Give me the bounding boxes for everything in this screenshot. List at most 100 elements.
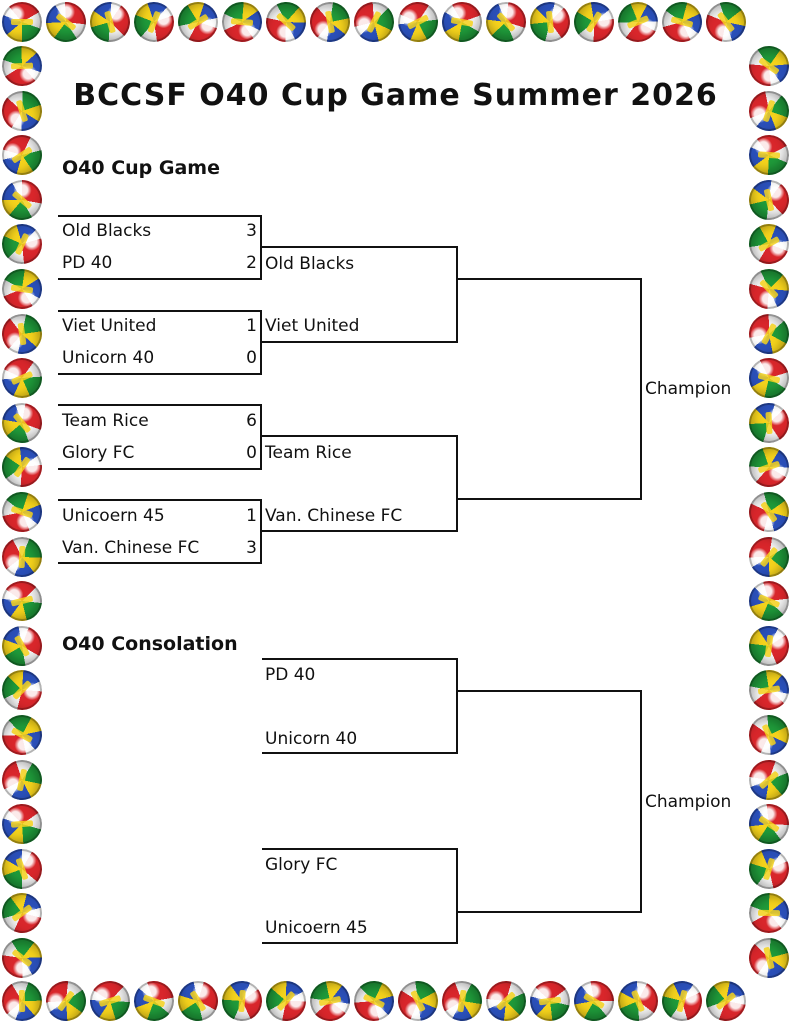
- bracket-line: [58, 310, 262, 312]
- soccer-ball-icon: [0, 394, 51, 451]
- soccer-ball-icon: [741, 484, 791, 540]
- bracket-line: [456, 435, 458, 532]
- soccer-ball-icon: [0, 707, 50, 763]
- soccer-ball-icon: [347, 0, 401, 49]
- consolation-heading: O40 Consolation: [62, 633, 238, 655]
- bracket-line: [58, 373, 262, 375]
- match1-team1: Old Blacks: [62, 221, 152, 241]
- bracket-line: [260, 499, 262, 564]
- consolation-team4: Unicoern 45: [265, 918, 368, 938]
- bracket-line: [260, 215, 262, 280]
- bracket-line: [262, 530, 458, 532]
- page-title: BCCSF O40 Cup Game Summer 2026: [73, 78, 718, 113]
- soccer-ball-icon: [0, 439, 50, 496]
- bracket-line: [456, 658, 458, 754]
- soccer-ball-icon: [741, 306, 791, 361]
- soccer-ball-icon: [306, 0, 354, 46]
- soccer-ball-icon: [747, 401, 791, 444]
- semi2-team2: Van. Chinese FC: [265, 506, 403, 526]
- bracket-line: [640, 690, 642, 913]
- soccer-ball-icon: [741, 796, 791, 852]
- match3-score2: 0: [246, 443, 257, 463]
- soccer-ball-icon: [0, 843, 48, 895]
- soccer-ball-icon: [657, 0, 707, 47]
- soccer-ball-icon: [740, 751, 791, 808]
- soccer-ball-icon: [170, 0, 226, 50]
- soccer-ball-icon: [657, 976, 707, 1026]
- soccer-ball-icon: [611, 974, 665, 1028]
- bracket-line: [456, 246, 458, 343]
- soccer-ball-icon: [744, 933, 791, 983]
- bracket-line: [58, 468, 262, 470]
- soccer-ball-icon: [748, 893, 790, 934]
- semi1-team2: Viet United: [265, 316, 360, 336]
- match2-score1: 1: [246, 316, 257, 336]
- soccer-ball-icon: [0, 266, 45, 312]
- bracket-line: [640, 278, 642, 500]
- soccer-ball-icon: [0, 311, 45, 357]
- match4-team2: Van. Chinese FC: [62, 538, 200, 558]
- soccer-ball-icon: [566, 0, 622, 50]
- bracket-line: [262, 942, 458, 944]
- soccer-ball-icon: [0, 929, 51, 987]
- bracket-line: [456, 848, 458, 944]
- soccer-ball-icon: [527, 978, 573, 1024]
- soccer-ball-icon: [746, 623, 791, 669]
- semi2-team1: Team Rice: [265, 443, 352, 463]
- soccer-ball-icon: [85, 0, 135, 47]
- soccer-ball-icon: [0, 885, 50, 942]
- bracket-line: [262, 341, 458, 343]
- soccer-ball-icon: [38, 973, 94, 1029]
- soccer-ball-icon: [745, 354, 791, 403]
- consolation-team1: PD 40: [265, 665, 316, 685]
- bracket-line: [458, 498, 642, 500]
- match2-team2: Unicorn 40: [62, 348, 155, 368]
- soccer-ball-icon: [611, 0, 665, 49]
- soccer-ball-icon: [740, 260, 791, 318]
- soccer-ball-icon: [0, 351, 49, 405]
- bracket-line: [458, 690, 642, 692]
- consolation-team2: Unicorn 40: [265, 729, 358, 749]
- bracket-line: [58, 278, 262, 280]
- soccer-ball-icon: [170, 973, 226, 1029]
- match4-team1: Unicoern 45: [62, 506, 165, 526]
- soccer-ball-icon: [0, 171, 51, 228]
- soccer-ball-icon: [439, 978, 485, 1024]
- soccer-ball-icon: [390, 973, 446, 1029]
- bracket-line: [58, 562, 262, 564]
- consolation-team3: Glory FC: [265, 855, 338, 875]
- soccer-ball-icon: [528, 0, 572, 44]
- cup-champion-label: Champion: [645, 379, 732, 399]
- bracket-line: [58, 404, 262, 406]
- soccer-ball-icon: [743, 441, 791, 493]
- soccer-ball-icon: [1, 535, 43, 578]
- bracket-line: [260, 404, 262, 470]
- bracket-line: [262, 435, 458, 437]
- consolation-champion-label: Champion: [645, 792, 732, 812]
- soccer-ball-icon: [697, 972, 755, 1029]
- soccer-ball-icon: [347, 974, 401, 1028]
- match3-team1: Team Rice: [62, 411, 149, 431]
- match4-score1: 1: [246, 506, 257, 526]
- match1-score2: 2: [246, 253, 257, 273]
- soccer-ball-icon: [746, 667, 791, 714]
- bracket-line: [262, 848, 458, 850]
- soccer-ball-icon: [128, 0, 180, 48]
- soccer-ball-icon: [745, 175, 791, 224]
- soccer-ball-icon: [0, 576, 47, 626]
- soccer-ball-icon: [566, 973, 622, 1029]
- soccer-ball-icon: [220, 0, 264, 44]
- bracket-line: [58, 499, 262, 501]
- match1-score1: 3: [246, 221, 257, 241]
- soccer-ball-icon: [257, 972, 315, 1029]
- soccer-ball-icon: [438, 0, 486, 46]
- soccer-ball-icon: [0, 755, 46, 804]
- soccer-ball-icon: [1, 980, 43, 1022]
- soccer-ball-icon: [0, 802, 44, 846]
- soccer-ball-icon: [257, 0, 315, 51]
- soccer-ball-icon: [740, 528, 791, 585]
- soccer-ball-icon: [0, 662, 51, 719]
- bracket-line: [262, 246, 458, 248]
- soccer-ball-icon: [306, 977, 354, 1025]
- match2-team1: Viet United: [62, 316, 157, 336]
